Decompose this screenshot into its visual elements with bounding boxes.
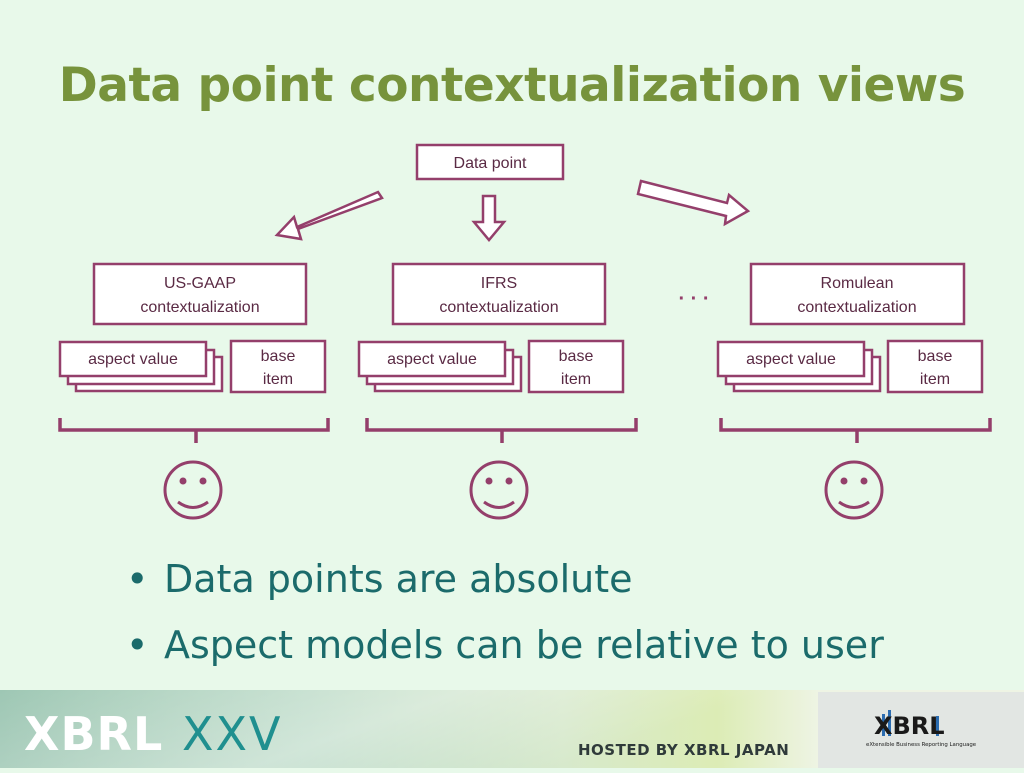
smiley-icon — [824, 460, 884, 520]
hosted-by-text: HOSTED BY XBRL JAPAN — [578, 741, 790, 759]
bullet-text: Aspect models can be relative to user — [164, 623, 884, 667]
arrow-right — [636, 179, 751, 227]
bullet-text: Data points are absolute — [164, 557, 633, 601]
smiley-icon — [469, 460, 529, 520]
data-point-label: Data point — [454, 155, 527, 172]
xbrl-logo-tagline: eXtensible Business Reporting Language — [866, 742, 977, 748]
aspect-value-label: aspect value — [746, 351, 836, 368]
column-header-line2: contextualization — [140, 299, 259, 316]
aspect-value-label: aspect value — [88, 351, 178, 368]
column-header-line1: IFRS — [481, 275, 517, 292]
arrow-down — [471, 194, 507, 242]
column-ifrs: IFRS contextualization aspect value base… — [357, 262, 638, 520]
column-header-line2: contextualization — [439, 299, 558, 316]
data-point-node: Data point — [415, 143, 565, 181]
footer-brand: XBRL — [24, 707, 164, 761]
base-item-label-line1: base — [918, 348, 953, 365]
column-us-gaap: US-GAAP contextualization aspect value b… — [58, 262, 330, 520]
base-item-label-line2: item — [561, 371, 591, 388]
bullet-list: •Data points are absolute •Aspect models… — [126, 556, 884, 688]
xbrl-logo-mark: XBRL — [874, 712, 945, 740]
base-item-label-line1: base — [261, 348, 296, 365]
bullet-item: •Aspect models can be relative to user — [126, 623, 884, 667]
arrow-left — [274, 190, 384, 241]
column-header-line1: Romulean — [821, 275, 894, 292]
smiley-icon — [163, 460, 223, 520]
column-header-line2: contextualization — [797, 299, 916, 316]
footer-edition: XXV — [182, 707, 283, 761]
aspect-value-label: aspect value — [387, 351, 477, 368]
column-romulean: Romulean contextualization aspect value … — [716, 262, 992, 520]
base-item-label-line2: item — [263, 371, 293, 388]
contextualization-diagram: Data point US-GAAP contextualization asp… — [58, 143, 992, 520]
bullet-item: •Data points are absolute — [126, 557, 633, 601]
base-item-label-line1: base — [559, 348, 594, 365]
ellipsis: · · · — [678, 288, 709, 310]
xbrl-logo-panel: XBRL eXtensible Business Reporting Langu… — [818, 692, 1024, 768]
slide-title: Data point contextualization views — [58, 58, 966, 113]
xbrl-logo: XBRL eXtensible Business Reporting Langu… — [866, 710, 977, 748]
base-item-label-line2: item — [920, 371, 950, 388]
column-header-line1: US-GAAP — [164, 275, 236, 292]
